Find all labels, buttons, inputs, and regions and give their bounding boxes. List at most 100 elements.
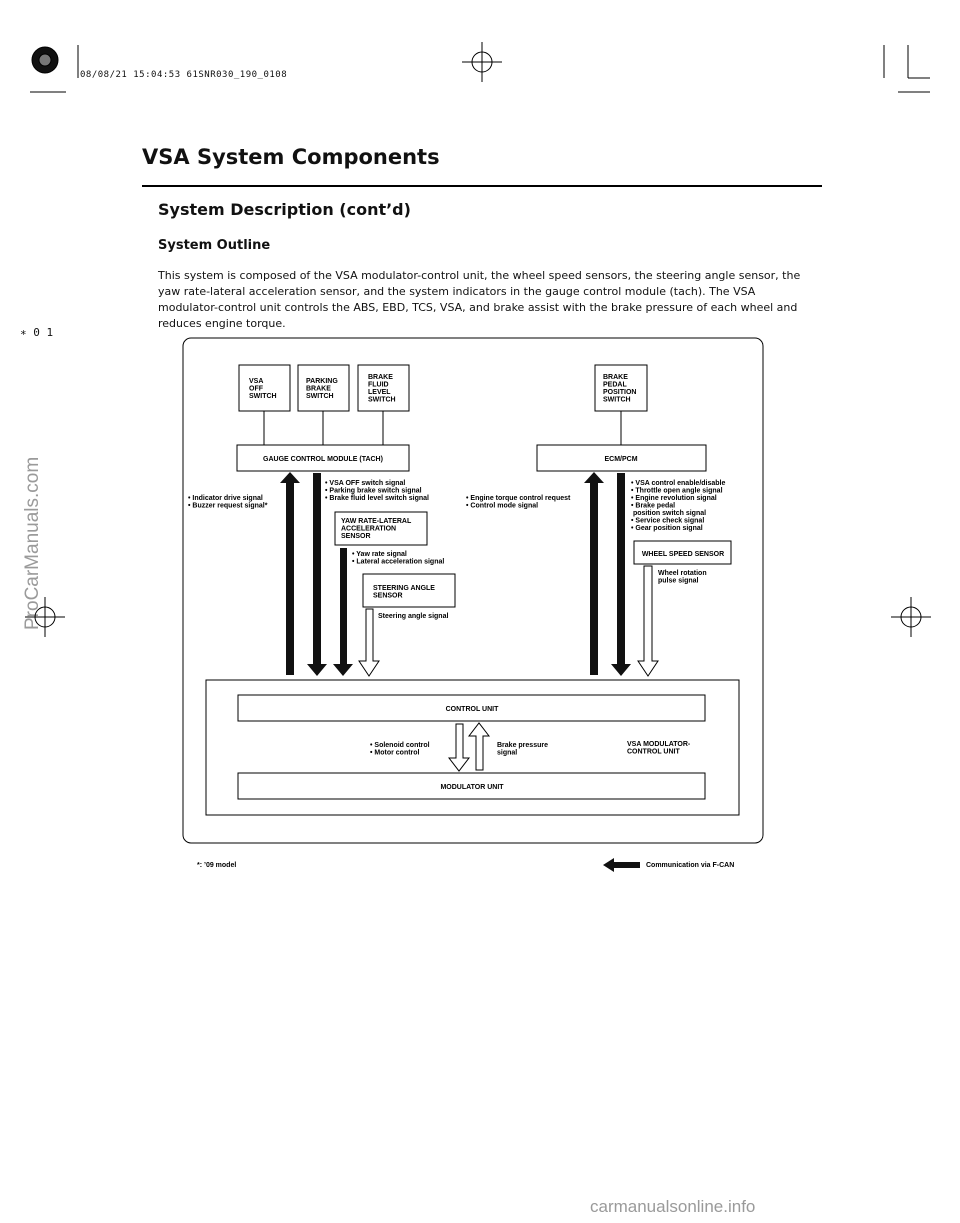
- modulator-unit-label: MODULATOR UNIT: [440, 784, 504, 791]
- wheel-signal-label-line: Wheel rotation: [658, 570, 707, 577]
- vsa-off-signal-label-line: • Parking brake switch signal: [325, 488, 422, 495]
- diagram-frame: [182, 337, 764, 844]
- control-unit-label-line: CONTROL UNIT: [446, 706, 499, 713]
- engine-signal-label-line: • Control mode signal: [466, 503, 538, 510]
- arrow-down-ecm: [611, 473, 631, 676]
- arrow-brake-pressure: [467, 722, 491, 771]
- vsa-modulator-label: VSA MODULATOR-CONTROL UNIT: [627, 741, 691, 756]
- brake-pressure-signal-label-line: Brake pressure: [497, 742, 548, 749]
- ecm-signal-label-line: • Brake pedal: [631, 503, 675, 510]
- hollow-arrows: [358, 565, 659, 772]
- brake-fluid-switch-label-line: FLUID: [368, 382, 389, 389]
- engine-signal-label: • Engine torque control request• Control…: [466, 495, 571, 510]
- steering-signal-label-line: Steering angle signal: [378, 613, 448, 620]
- yaw-signal-label-line: • Yaw rate signal: [352, 551, 407, 558]
- arrow-steering: [358, 608, 380, 677]
- wheel-signal-label-line: pulse signal: [658, 578, 699, 585]
- ecm-signal-label-line: • Throttle open angle signal: [631, 488, 723, 495]
- solenoid-signal-label-line: • Solenoid control: [370, 742, 430, 749]
- steering-angle-sensor-label-line: SENSOR: [373, 593, 403, 600]
- yaw-rate-sensor-label-line: YAW RATE-LATERAL: [341, 518, 412, 525]
- arrow-down-yaw: [333, 548, 353, 676]
- wheel-speed-sensor-box: [633, 540, 732, 565]
- control-unit-box: [237, 694, 706, 722]
- steering-signal-label: Steering angle signal: [378, 613, 448, 620]
- registration-marks: [25, 42, 931, 637]
- brake-pedal-switch-label-line: POSITION: [603, 389, 636, 396]
- parking-brake-switch-label-line: SWITCH: [306, 393, 334, 400]
- parking-brake-switch-label-line: PARKING: [306, 378, 338, 385]
- engine-signal-label-line: • Engine torque control request: [466, 495, 571, 502]
- yaw-rate-sensor-label-line: SENSOR: [341, 533, 371, 540]
- brake-pedal-switch-label-line: SWITCH: [603, 397, 631, 404]
- ecm-signal-label: • VSA control enable/disable• Throttle o…: [631, 480, 725, 532]
- gauge-control-module-box: [236, 444, 410, 472]
- modulator-unit-box: [237, 772, 706, 800]
- vsa-off-switch-label-line: VSA: [249, 378, 263, 385]
- ecm-signal-label-line: • VSA control enable/disable: [631, 480, 725, 487]
- modulator-unit-label-line: MODULATOR UNIT: [440, 784, 504, 791]
- vsa-modulator-frame: [205, 679, 740, 816]
- ecm-pcm-box: [536, 444, 707, 472]
- watermark-bottom: carmanualsonline.info: [590, 1197, 756, 1216]
- yaw-signal-label-line: • Lateral acceleration signal: [352, 559, 444, 566]
- arrow-up-ecm: [584, 472, 604, 675]
- section-heading: System Outline: [158, 238, 271, 253]
- page-title: VSA System Components: [142, 145, 440, 169]
- indicator-signal-label: • Indicator drive signal• Buzzer request…: [188, 495, 268, 510]
- brake-pedal-switch-box: [594, 364, 648, 412]
- title-rule: [142, 185, 822, 187]
- page-subtitle: System Description (cont’d): [158, 200, 411, 219]
- indicator-signal-label-line: • Indicator drive signal: [188, 495, 263, 502]
- yaw-rate-sensor-box: [334, 511, 428, 546]
- ecm-signal-label-line: • Gear position signal: [631, 525, 703, 532]
- ecm-signal-label-line: position switch signal: [631, 510, 706, 517]
- arrow-solenoid: [447, 723, 471, 772]
- brake-pedal-switch-label-line: PEDAL: [603, 382, 627, 389]
- parking-brake-switch-label-line: BRAKE: [306, 386, 331, 393]
- gauge-control-module-label: GAUGE CONTROL MODULE (TACH): [263, 456, 383, 463]
- brake-pressure-signal-label-line: signal: [497, 750, 517, 757]
- body-paragraph: This system is composed of the VSA modul…: [158, 269, 801, 330]
- indicator-signal-label-line: • Buzzer request signal*: [188, 503, 268, 510]
- solenoid-signal-label: • Solenoid control• Motor control: [370, 742, 430, 757]
- arrow-wheel: [637, 565, 659, 677]
- vsa-off-signal-label-line: • Brake fluid level switch signal: [325, 495, 429, 502]
- vsa-modulator-label-line: CONTROL UNIT: [627, 749, 680, 756]
- fcan-arrows: [280, 472, 640, 872]
- ecm-signal-label-line: • Engine revolution signal: [631, 495, 717, 502]
- vsa-off-switch-label-line: SWITCH: [249, 393, 277, 400]
- vsa-off-signal-label: • VSA OFF switch signal• Parking brake s…: [325, 480, 429, 502]
- ecm-pcm-label-line: ECM/PCM: [604, 456, 637, 463]
- brake-fluid-switch-label-line: LEVEL: [368, 389, 391, 396]
- vsa-off-switch-label-line: OFF: [249, 386, 264, 393]
- yaw-rate-sensor-label-line: ACCELERATION: [341, 526, 396, 533]
- side-mark: ∗ 0 1: [20, 326, 54, 339]
- wheel-speed-sensor-label-line: WHEEL SPEED SENSOR: [642, 551, 724, 558]
- yaw-signal-label: • Yaw rate signal• Lateral acceleration …: [352, 551, 444, 566]
- gauge-control-module-label-line: GAUGE CONTROL MODULE (TACH): [263, 456, 383, 463]
- arrow-down-gauge: [307, 473, 327, 676]
- steering-angle-sensor-box: [362, 573, 456, 608]
- steering-angle-sensor-label-line: STEERING ANGLE: [373, 585, 435, 592]
- ecm-signal-label-line: • Service check signal: [631, 518, 704, 525]
- solenoid-signal-label-line: • Motor control: [370, 750, 420, 757]
- arrow-up-gauge: [280, 472, 300, 675]
- brake-fluid-switch-label-line: SWITCH: [368, 397, 396, 404]
- legend-label: Communication via F-CAN: [646, 862, 734, 869]
- legend-arrow: [603, 858, 640, 872]
- ecm-pcm-label: ECM/PCM: [604, 456, 637, 463]
- brake-pedal-switch-label-line: BRAKE: [603, 374, 628, 381]
- print-stamp: 08/08/21 15:04:53 61SNR030_190_0108: [80, 70, 288, 80]
- connector-lines: [263, 411, 622, 445]
